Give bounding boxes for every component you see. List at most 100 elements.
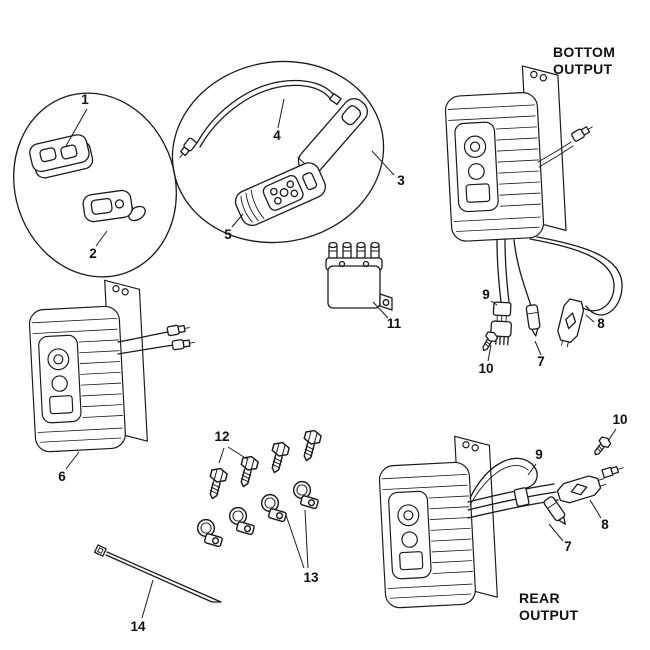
bottom-output-line1: BOTTOM (553, 44, 615, 60)
callout-3-text: 3 (397, 173, 405, 188)
callout-8-bottom: 8 (585, 314, 605, 331)
callout-5: 5 (224, 213, 244, 242)
screw-12 (298, 427, 323, 464)
callout-6-leader (65, 451, 80, 470)
callout-9-rear: 9 (527, 447, 543, 476)
callout-14: 14 (130, 579, 154, 634)
callout-4-leader (277, 98, 285, 129)
clamp-13 (228, 506, 256, 536)
callout-4-text: 4 (273, 128, 281, 143)
callout-11-leader (372, 301, 389, 319)
screw-12 (235, 453, 260, 490)
plug-7-bottom (525, 303, 542, 338)
bottom-output-label: BOTTOM OUTPUT (553, 44, 615, 77)
callout-13: 13 (285, 509, 319, 585)
callout-4: 4 (273, 98, 285, 143)
wired-remote-5 (234, 162, 326, 227)
rear-output-assembly (376, 433, 624, 609)
callout-11: 11 (372, 301, 402, 331)
callout-8-rear-leader (589, 499, 602, 519)
callout-8-rear-text: 8 (601, 517, 609, 532)
loop-cable-outer (529, 238, 615, 312)
solenoid-11 (325, 241, 393, 311)
clamp-13 (260, 493, 288, 523)
callout-7-bottom-leader (534, 340, 542, 356)
callout-14-leader (141, 579, 154, 619)
screw-12 (204, 465, 229, 502)
callout-9-rear-leader (527, 463, 537, 476)
control-pack-6-wires (117, 322, 196, 355)
control-pack-rear-output (376, 433, 499, 609)
screw-10-rear (590, 434, 613, 459)
callout-13-text: 13 (303, 570, 319, 585)
callout-10-rear-leader (607, 428, 617, 442)
callout-10-bottom-text: 10 (478, 361, 493, 376)
callout-1-text: 1 (81, 92, 89, 107)
plug-8-mate-rear (601, 465, 624, 479)
bottom-output-pigtail (537, 122, 596, 168)
callout-3: 3 (371, 150, 405, 188)
callout-1: 1 (65, 92, 89, 147)
plug-8-rear (555, 471, 609, 506)
callout-9-bottom-leader (490, 300, 498, 306)
control-pack-6 (26, 277, 149, 453)
callout-11-text: 11 (387, 316, 402, 331)
callout-9-bottom: 9 (482, 287, 498, 306)
callout-7-bottom-text: 7 (537, 354, 545, 369)
wired-remote-kit-ellipse (171, 60, 385, 244)
remote-holster-flap (297, 98, 368, 175)
callout-9-rear-text: 9 (535, 447, 543, 462)
remote-transmitter-1 (29, 134, 94, 179)
callout-6-text: 6 (58, 469, 66, 484)
loop-cable-inner (536, 236, 623, 316)
callout-6: 6 (58, 451, 80, 484)
rear-output-line2: OUTPUT (519, 607, 578, 623)
clamp-13 (292, 480, 320, 510)
rear-output-label: REAR OUTPUT (519, 590, 578, 623)
wired-remote-kit-group (171, 60, 385, 244)
bottom-output-assembly (442, 63, 623, 354)
callout-3-leader (371, 150, 395, 176)
control-pack-6-group (26, 277, 196, 453)
bottom-output-cables (496, 236, 623, 316)
callout-1-leader (65, 108, 88, 147)
callout-10-rear-text: 10 (612, 412, 627, 427)
bottom-output-line2: OUTPUT (553, 61, 612, 77)
rear-output-cables (467, 457, 559, 519)
callout-7-bottom: 7 (534, 340, 545, 369)
plug-8-bottom (553, 297, 587, 350)
callout-13-leader (285, 509, 309, 569)
remote-kit-group (13, 92, 177, 278)
callout-2: 2 (89, 230, 108, 261)
remote-fob-2 (82, 189, 146, 223)
callout-12: 12 (214, 429, 248, 464)
control-pack-bottom-output (442, 63, 567, 243)
cable-clamps-13 (196, 480, 320, 548)
callout-8-bottom-leader (585, 314, 595, 323)
callout-7-rear: 7 (548, 523, 572, 554)
callout-12-leader (218, 446, 248, 464)
rear-loop-cable (469, 457, 538, 499)
callout-5-text: 5 (224, 227, 232, 242)
callout-14-text: 14 (130, 619, 146, 634)
callout-7-rear-text: 7 (564, 539, 572, 554)
rear-output-line1: REAR (519, 590, 560, 606)
remote-kit-ellipse (13, 92, 177, 278)
callout-10-rear: 10 (607, 412, 628, 442)
callout-9-bottom-text: 9 (482, 287, 490, 302)
clamp-13 (196, 518, 224, 548)
callout-12-text: 12 (214, 429, 229, 444)
cable-tie-14 (93, 544, 222, 603)
callout-8-bottom-text: 8 (597, 316, 605, 331)
callout-10-bottom: 10 (478, 344, 494, 376)
callout-5-leader (231, 213, 244, 228)
remote-cable-4 (175, 79, 342, 161)
callout-2-text: 2 (89, 246, 97, 261)
callout-8-rear: 8 (589, 499, 609, 532)
solenoid-terminals (328, 241, 380, 259)
callout-7-rear-leader (548, 523, 564, 542)
screw-12 (266, 439, 291, 476)
callout-2-leader (95, 230, 108, 247)
